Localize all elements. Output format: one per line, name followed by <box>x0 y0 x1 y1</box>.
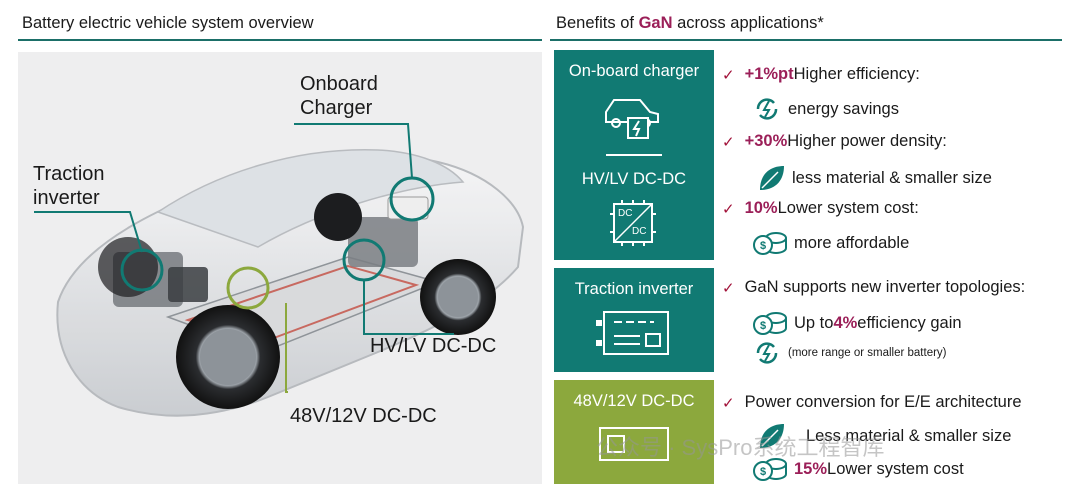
benefit-topologies-text: GaN supports new inverter topologies: <box>744 278 1026 296</box>
benefit-efficiency-value: +1%pt <box>744 65 794 83</box>
benefit-ee-architecture: ✓ Power conversion for E/E architecture <box>722 393 1022 412</box>
benefit-cost-value: 10% <box>744 199 778 217</box>
benefit-efficiency-subtext: energy savings <box>788 99 899 118</box>
benefit-ee-sub2-value: 15% <box>794 459 828 478</box>
left-title-rule <box>18 39 542 41</box>
benefit-ee-sub1: Less material & smaller size <box>756 422 1011 450</box>
check-icon: ✓ <box>722 66 735 84</box>
benefit-cost-text: Lower system cost: <box>777 199 919 217</box>
title-brand: GaN <box>638 14 673 32</box>
tile-separator <box>606 154 662 156</box>
right-section-title: Benefits of GaN across applications* <box>556 14 824 33</box>
title-prefix: Benefits of <box>556 14 639 32</box>
title-suffix: across applications* <box>672 14 824 32</box>
check-icon: ✓ <box>722 394 735 412</box>
check-icon: ✓ <box>722 279 735 297</box>
benefit-cost: ✓ 10% Lower system cost: <box>722 199 919 218</box>
benefit-topologies-sub2: (more range or smaller battery) <box>752 340 947 366</box>
tile-traction: Traction inverter <box>554 268 714 372</box>
dc48-module-icon <box>599 427 669 461</box>
svg-text:$: $ <box>760 320 766 332</box>
benefit-ee-text: Power conversion for E/E architecture <box>744 393 1022 411</box>
charger-car-icon <box>605 99 659 139</box>
dc-dc-converter-icon: DC DC <box>610 200 656 246</box>
left-section-title: Battery electric vehicle system overview <box>22 14 314 32</box>
benefit-cost-subtext: more affordable <box>794 233 910 252</box>
benefit-efficiency: ✓ +1%pt Higher efficiency: <box>722 65 920 84</box>
benefit-topologies: ✓ GaN supports new inverter topologies: <box>722 278 1025 297</box>
svg-text:$: $ <box>760 466 766 478</box>
tile-hvlv-title: HV/LV DC-DC <box>581 170 687 188</box>
benefit-efficiency-sub: energy savings <box>752 96 899 122</box>
inverter-module-icon <box>596 311 669 355</box>
benefit-ee-sub1-text: Less material & smaller size <box>806 426 1012 445</box>
dc48-marker <box>226 266 270 310</box>
benefit-density-value: +30% <box>744 132 788 150</box>
traction-inverter-label: Traction inverter <box>33 163 105 209</box>
benefit-ee-sub2: $ 15% Lower system cost <box>752 456 964 482</box>
benefit-ee-sub2-post: Lower system cost <box>827 459 964 478</box>
ev-car-illustration <box>34 123 525 417</box>
dc-icon-bottom-text: DC <box>632 226 647 237</box>
benefit-topologies-subtext: (more range or smaller battery) <box>788 347 947 359</box>
tile-dc48: 48V/12V DC-DC <box>554 380 714 484</box>
check-icon: ✓ <box>722 200 735 218</box>
benefit-topologies-sub1-post: efficiency gain <box>857 313 962 332</box>
benefit-topologies-sub1: $ Up to 4% efficiency gain <box>752 310 962 336</box>
hvlv-dcdc-label: HV/LV DC-DC <box>370 335 497 357</box>
right-title-rule <box>550 39 1062 41</box>
benefit-density: ✓ +30% Higher power density: <box>722 132 947 151</box>
benefit-density-text: Higher power density: <box>787 132 947 150</box>
tile-traction-title: Traction inverter <box>574 280 694 298</box>
watermark-text: 公众号 · SysPro系统工程智库 <box>596 435 885 460</box>
tile-obc-hvlv: On-board charger HV/LV DC-DC DC DC <box>554 50 714 260</box>
check-icon: ✓ <box>722 133 735 151</box>
tile-dc48-title: 48V/12V DC-DC <box>573 392 695 410</box>
leaf-icon <box>760 166 784 190</box>
coins-icon: $ <box>753 232 787 255</box>
benefit-topologies-sub1-pre: Up to <box>794 313 834 332</box>
tile-obc-title: On-board charger <box>568 62 700 80</box>
energy-cycle-icon <box>756 98 778 120</box>
dc48-label: 48V/12V DC-DC <box>290 405 437 427</box>
benefit-density-sub: less material & smaller size <box>756 164 992 192</box>
coins-icon: $ <box>753 312 787 335</box>
benefit-topologies-sub1-value: 4% <box>833 313 858 332</box>
svg-text:$: $ <box>760 240 766 252</box>
onboard-charger-label: Onboard Charger <box>300 73 378 119</box>
dc-icon-top-text: DC <box>618 208 633 219</box>
coins-icon: $ <box>753 458 787 481</box>
vehicle-illustration-panel: Onboard Charger Traction inverter HV/LV … <box>18 52 542 484</box>
leaf-icon <box>760 424 784 448</box>
benefit-density-subtext: less material & smaller size <box>792 168 992 187</box>
benefit-efficiency-text: Higher efficiency: <box>793 65 920 83</box>
energy-cycle-icon <box>756 342 778 364</box>
benefit-cost-sub: $ more affordable <box>752 230 909 256</box>
